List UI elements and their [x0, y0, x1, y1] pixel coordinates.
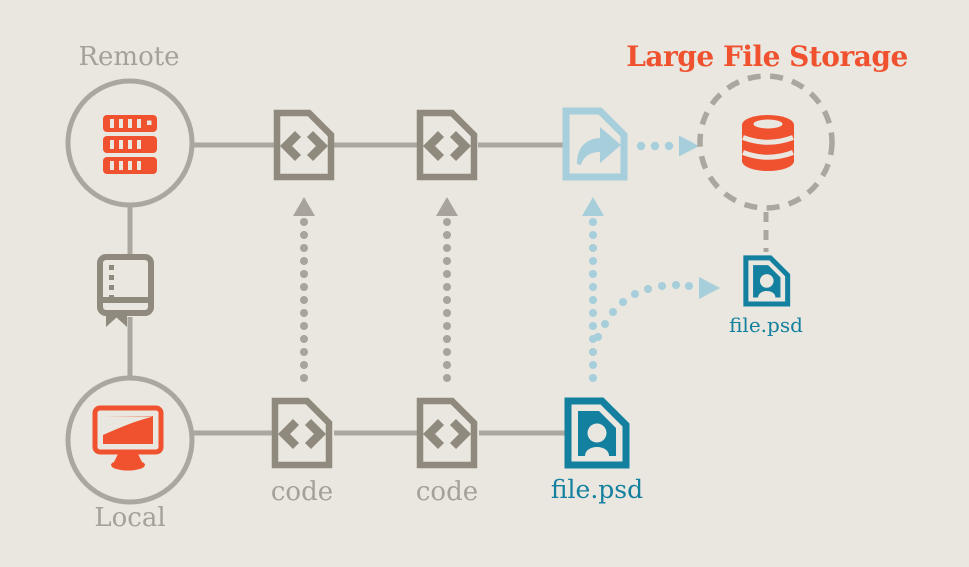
- lfs-dashed-circle: [697, 73, 835, 211]
- page-title: Large File Storage: [626, 40, 908, 73]
- code-label-1: code: [270, 477, 334, 507]
- local-label: Local: [94, 503, 166, 533]
- journal-book-icon: [97, 254, 154, 327]
- push-arrow-left: [293, 197, 315, 382]
- remote-label: Remote: [78, 42, 180, 72]
- large-file-label: file.psd: [550, 475, 644, 504]
- push-arrow-middle: [436, 197, 458, 382]
- connector-lines: [127, 142, 570, 436]
- image-file-icon-large: [568, 401, 626, 465]
- server-icon: [103, 115, 157, 174]
- monitor-icon: [92, 405, 164, 471]
- code-label-2: code: [415, 477, 479, 507]
- code-file-icon-top-2: [420, 113, 474, 177]
- database-icon: [742, 115, 794, 171]
- stored-file-label: file.psd: [729, 313, 803, 337]
- code-file-icon-bottom-2: [420, 401, 474, 465]
- upload-to-lfs-arrow: [636, 135, 699, 157]
- code-file-icon-top-1: [277, 113, 331, 177]
- code-file-icon-bottom-1: [275, 401, 329, 465]
- pointer-file-icon: [566, 111, 624, 177]
- pointer-replace-arrow: [582, 197, 604, 382]
- store-file-arrow: [594, 277, 720, 341]
- image-file-icon-stored: [746, 258, 788, 304]
